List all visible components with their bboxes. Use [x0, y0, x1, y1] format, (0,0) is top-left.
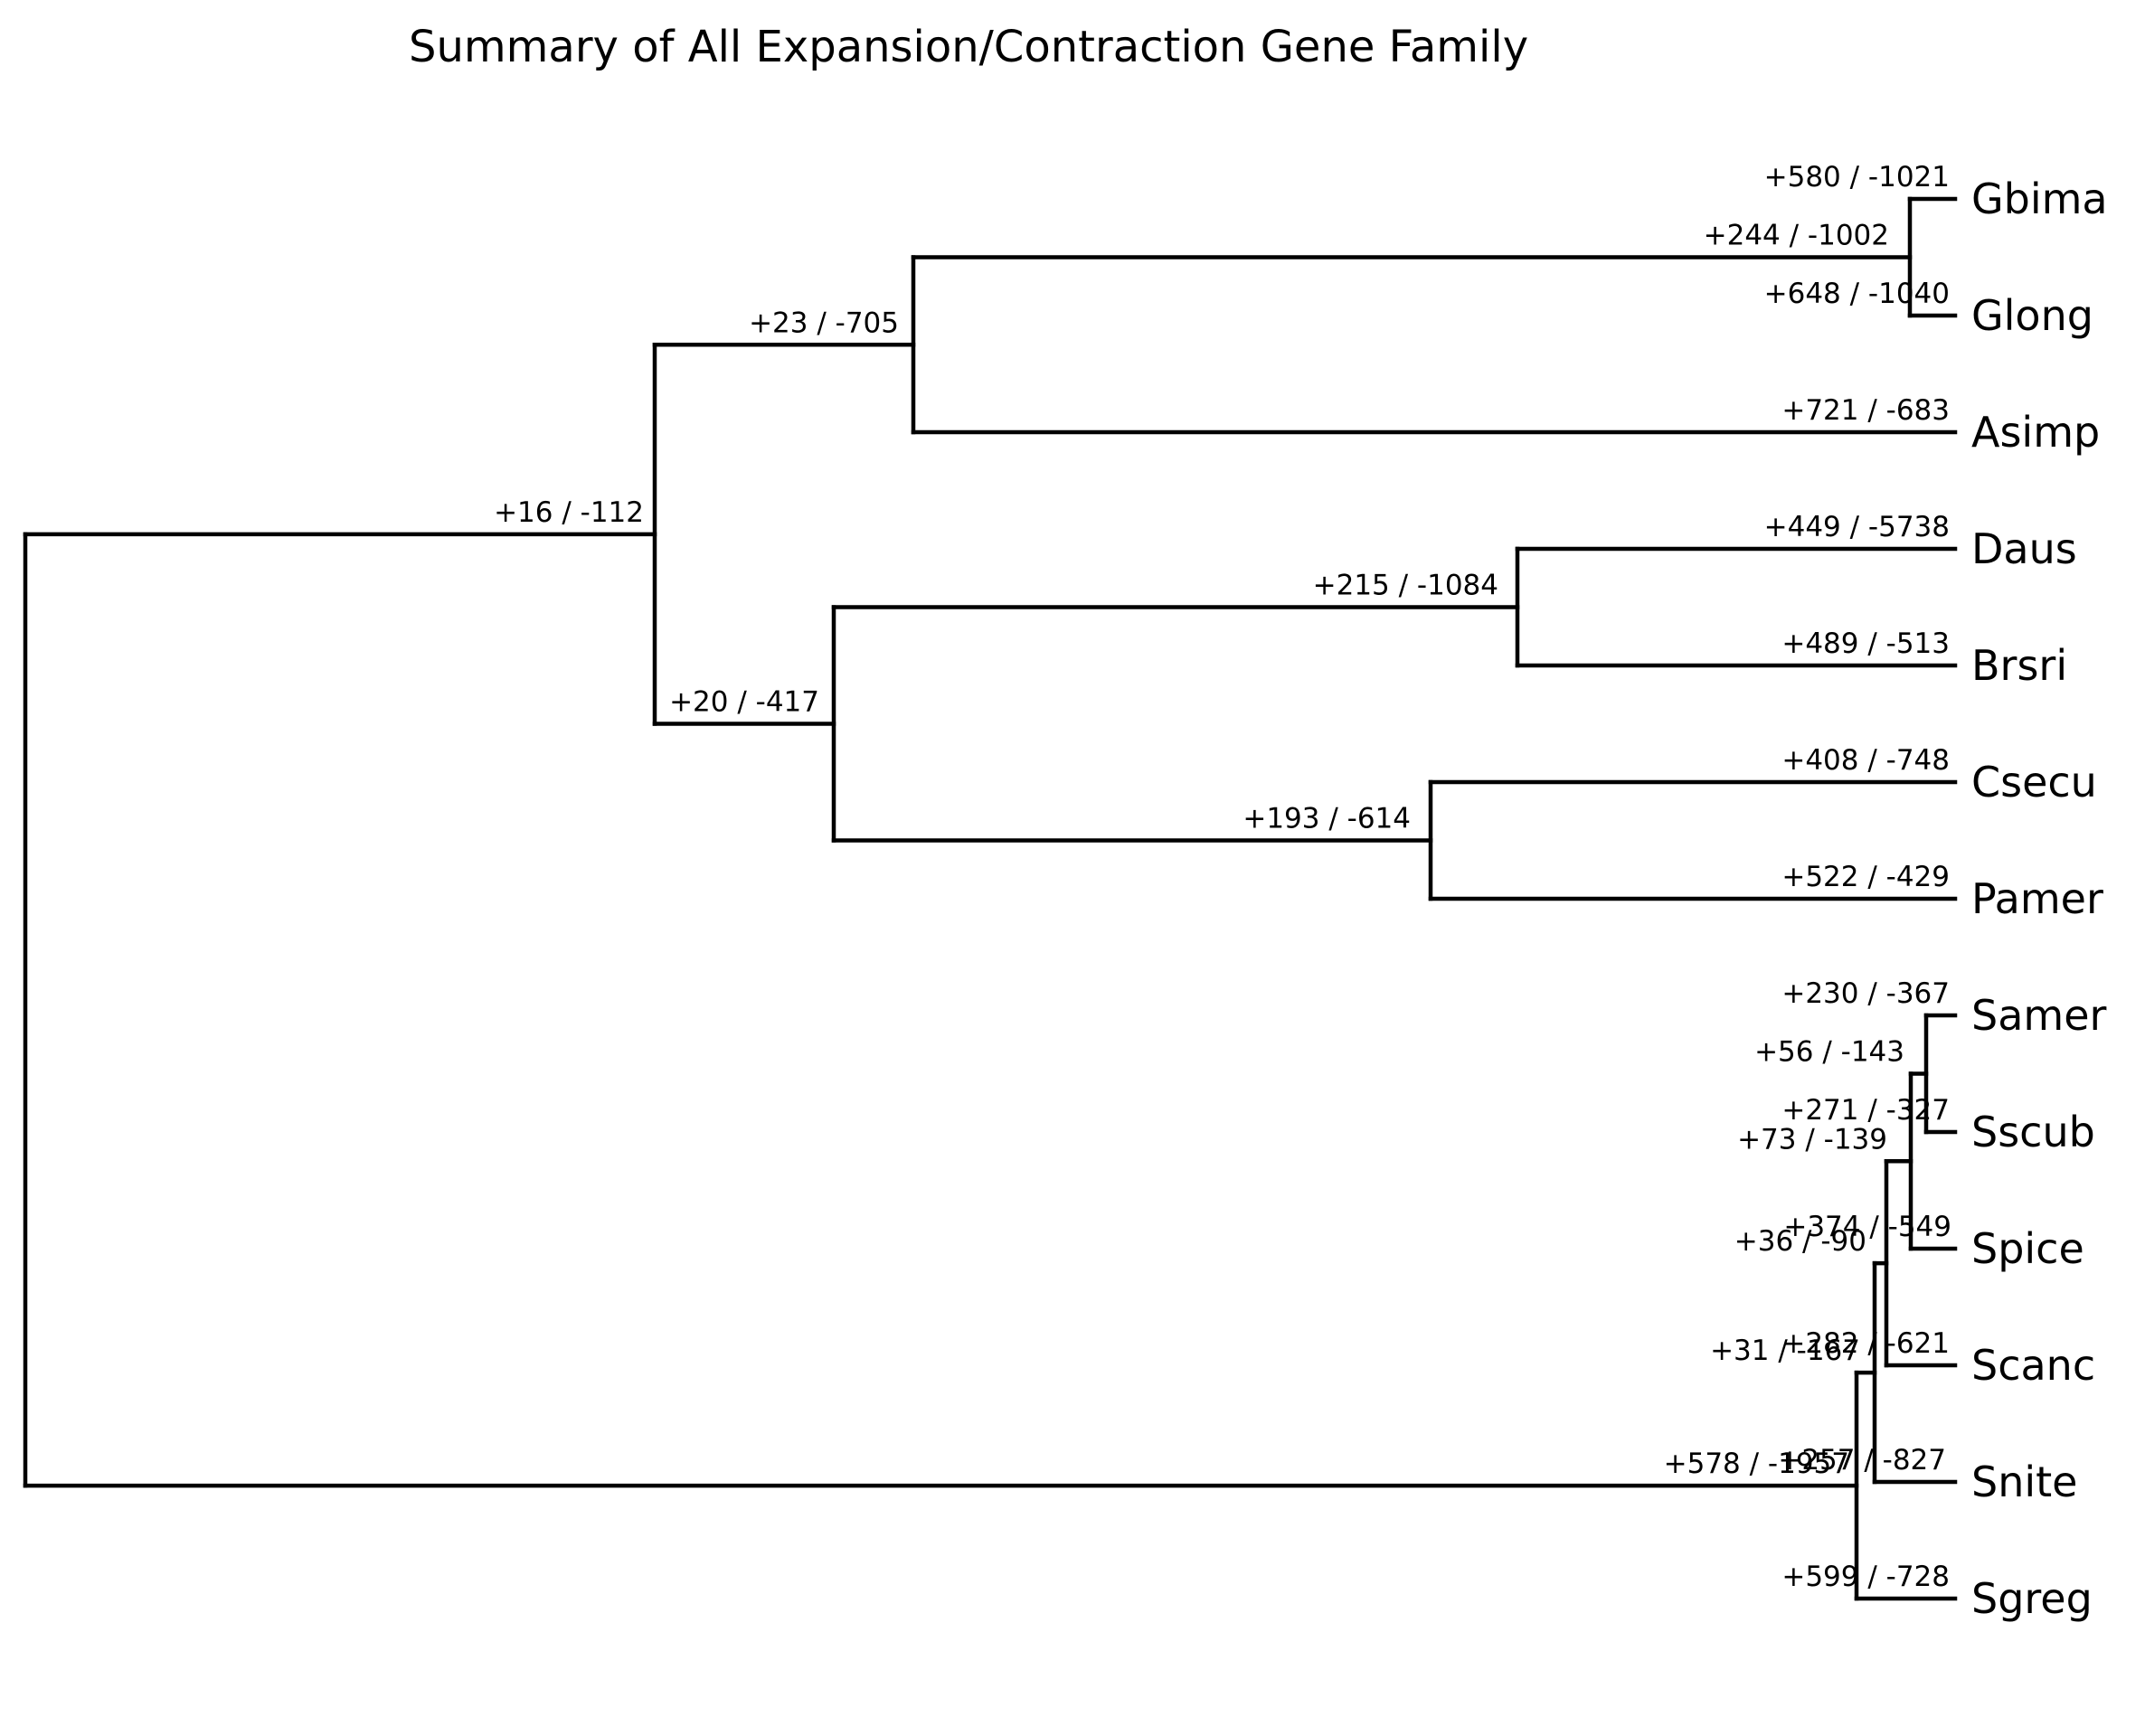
tip-label-Sgreg: Sgreg [1971, 1574, 2093, 1623]
tip-label-Csecu: Csecu [1971, 758, 2097, 807]
tip-label-Samer: Samer [1971, 991, 2106, 1040]
branch-value-tip-brsri: +489 / -513 [1781, 627, 1950, 660]
tree-labels: +580 / -1021 Gbima +648 / -1040 Glong +721 /… [494, 161, 2108, 1623]
branch-value-node-daus-brsri: +215 / -1084 [1313, 570, 1498, 602]
branch-value-tip-samer: +230 / -367 [1781, 977, 1950, 1010]
tip-label-Pamer: Pamer [1971, 874, 2103, 923]
branch-value-tip-glong: +648 / -1040 [1764, 278, 1950, 310]
branch-value-tip-csecu: +408 / -748 [1781, 744, 1950, 777]
tip-label-Gbima: Gbima [1971, 175, 2108, 223]
branch-value-node-lower-clade: +578 / -1957 [1664, 1448, 1849, 1480]
branch-value-tip-sscub: +271 / -327 [1781, 1094, 1950, 1127]
branch-value-node-plus-scanc: +36 / -90 [1734, 1225, 1866, 1258]
tip-label-Sscub: Sscub [1971, 1108, 2095, 1156]
branch-value-tip-pamer: +522 / -429 [1781, 861, 1950, 893]
tip-label-Brsri: Brsri [1971, 641, 2067, 690]
branch-value-node-csecu-pamer: +193 / -614 [1243, 803, 1411, 835]
tree-branch-lines [23, 196, 1958, 1601]
branch-value-node-samer-sscub-spice: +73 / -139 [1737, 1123, 1887, 1156]
branch-value-tip-sgreg: +599 / -728 [1781, 1561, 1950, 1593]
figure-title: Summary of All Expansion/Contraction Gen… [409, 22, 1528, 72]
branch-value-tip-snite: +257 / -827 [1778, 1444, 1946, 1477]
tip-label-Asimp: Asimp [1971, 408, 2100, 457]
branch-value-node-gbima-glong: +244 / -1002 [1704, 220, 1889, 252]
tip-label-Daus: Daus [1971, 524, 2077, 573]
branch-value-tip-asimp: +721 / -683 [1781, 394, 1950, 427]
tip-label-Scanc: Scanc [1971, 1341, 2095, 1390]
branch-value-tip-scanc: +282 / -621 [1781, 1327, 1950, 1360]
tip-label-Glong: Glong [1971, 291, 2093, 340]
tip-label-Snite: Snite [1971, 1458, 2077, 1506]
tip-label-Spice: Spice [1971, 1224, 2084, 1273]
branch-value-node-plus-snite: +31 / -167 [1710, 1335, 1860, 1367]
branch-value-tip-spice: +374 / -549 [1783, 1211, 1951, 1243]
branch-value-tip-gbima: +580 / -1021 [1764, 161, 1950, 193]
branch-value-node-daus-brsri-csecu-pamer: +20 / -417 [669, 686, 819, 719]
branch-value-node-upper-clade: +16 / -112 [494, 496, 644, 529]
branch-value-node-gbima-glong-asimp: +23 / -705 [749, 307, 899, 339]
branch-value-node-samer-sscub: +56 / -143 [1754, 1036, 1904, 1069]
branch-value-tip-daus: +449 / -5738 [1764, 511, 1950, 543]
